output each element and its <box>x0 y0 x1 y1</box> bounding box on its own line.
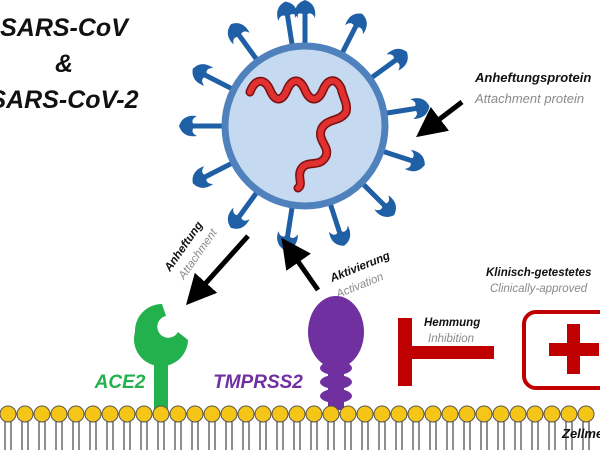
tmprss2-receptor: TMPRSS2 <box>213 296 364 410</box>
inhibitor-t-bar-icon: Hemmung Inhibition <box>398 317 494 386</box>
spike-protein-icon <box>380 148 425 172</box>
activation-callout: Aktivierung Activation <box>281 237 392 301</box>
membrane-label: Zellmembran <box>561 426 600 441</box>
ace2-label: ACE2 <box>94 372 146 393</box>
spike-protein-icon <box>179 115 225 137</box>
title-line-3: SARS-CoV-2 <box>0 86 139 114</box>
spike-protein-icon <box>277 204 298 251</box>
attachment-protein-label-en: Attachment protein <box>474 91 584 106</box>
spike-protein-icon <box>227 23 260 63</box>
approved-drug-callout: Klinisch-getestetes Clinically-approved <box>486 267 591 295</box>
title-block: SARS-CoV & SARS-CoV-2 <box>0 14 139 114</box>
spike-protein-icon <box>327 201 351 246</box>
virus-envelope <box>221 42 389 210</box>
tmprss2-label: TMPRSS2 <box>213 372 303 393</box>
spike-protein-icon <box>192 160 235 188</box>
spike-protein-icon <box>227 189 260 229</box>
spike-protein-icon <box>383 98 430 119</box>
spike-protein-icon <box>192 64 235 92</box>
approved-label-de: Klinisch-getestetes <box>486 267 591 279</box>
attachment-protein-callout: Anheftungsprotein Attachment protein <box>416 70 591 138</box>
inhibition-label-en: Inhibition <box>428 333 474 345</box>
cell-membrane <box>0 405 595 450</box>
attachment-arrow <box>185 234 250 306</box>
drug-box-icon <box>522 310 600 390</box>
inhibition-label-de: Hemmung <box>424 317 480 329</box>
title-line-1: SARS-CoV <box>0 14 130 42</box>
title-line-2: & <box>55 50 73 78</box>
ace2-receptor: ACE2 <box>94 303 188 410</box>
spike-protein-icon <box>359 180 396 217</box>
spike-protein-icon <box>368 48 408 81</box>
spike-protein-icon <box>277 1 298 48</box>
attachment-protein-label-de: Anheftungsprotein <box>474 70 591 85</box>
approved-label-en: Clinically-approved <box>490 283 588 295</box>
attachment-callout: Anheftung Attachment <box>162 220 250 306</box>
attachment-protein-arrow <box>416 100 464 138</box>
spike-protein-icon <box>294 0 316 46</box>
rna-strand-icon <box>245 76 351 193</box>
virus-particle <box>179 0 430 251</box>
spike-protein-icon <box>339 13 367 56</box>
spike-proteins <box>179 0 430 251</box>
activation-arrow <box>281 237 321 292</box>
